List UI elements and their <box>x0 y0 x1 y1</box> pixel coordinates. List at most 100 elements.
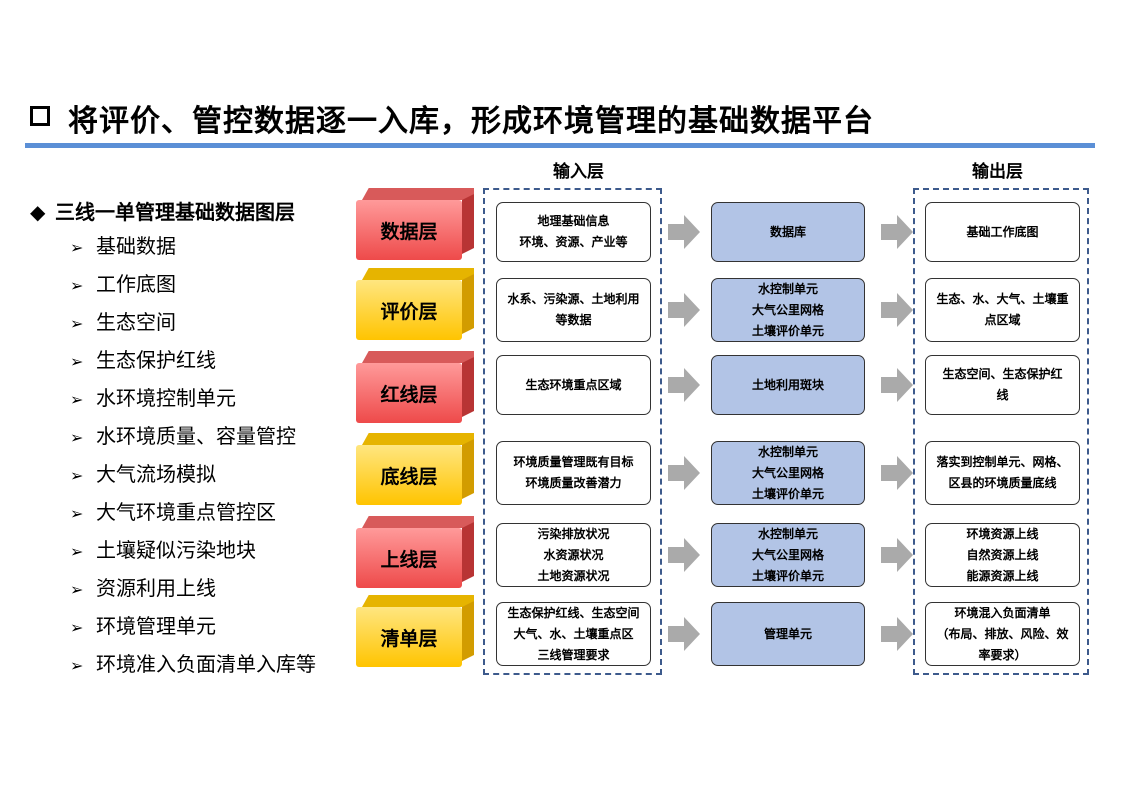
list-item-label: 工作底图 <box>96 272 176 296</box>
output-box: 生态空间、生态保护红线 <box>925 355 1080 415</box>
chevron-right-icon: ➢ <box>70 238 84 257</box>
middle-box: 土地利用斑块 <box>711 355 865 415</box>
output-box-line: 生态、水、大气、土壤重 <box>936 292 1069 306</box>
chevron-right-icon: ➢ <box>70 618 84 637</box>
middle-box-line: 土壤评价单元 <box>751 323 824 338</box>
output-layer-frame <box>913 188 1089 675</box>
middle-box-line: 水控制单元 <box>757 526 818 541</box>
layer-block-top <box>362 268 474 280</box>
left-panel-heading-text: 三线一单管理基础数据图层 <box>54 200 295 224</box>
layer-block-label: 上线层 <box>356 528 462 588</box>
layer-block: 上线层 <box>356 516 474 588</box>
output-box-line: 点区域 <box>984 313 1021 327</box>
output-box-line: 环境混入负面清单 <box>954 605 1051 620</box>
output-box: 生态、水、大气、土壤重点区域 <box>925 278 1080 342</box>
layer-list: ➢基础数据 ➢工作底图 ➢生态空间 ➢生态保护红线 ➢水环境控制单元 ➢水环境质… <box>70 230 316 686</box>
middle-box: 水控制单元大气公里网格土壤评价单元 <box>711 441 865 505</box>
middle-box-line: 水控制单元 <box>757 444 818 459</box>
input-box: 水系、污染源、土地利用等数据 <box>496 278 651 342</box>
input-box-text: 地理基础信息环境、资源、产业等 <box>519 211 627 253</box>
layer-block-top <box>362 595 474 607</box>
list-item: ➢水环境控制单元 <box>70 382 316 420</box>
input-box-line: 地理基础信息 <box>537 214 610 228</box>
output-box-text: 环境混入负面清单 （布局、排放、风险、效率要求） <box>936 603 1068 666</box>
input-box: 环境质量管理既有目标环境质量改善潜力 <box>496 441 651 505</box>
arrow-right-icon <box>881 617 913 651</box>
list-item: ➢环境准入负面清单入库等 <box>70 648 316 686</box>
input-box-line: 等数据 <box>555 313 592 327</box>
input-box-text: 水系、污染源、土地利用等数据 <box>507 289 639 331</box>
arrow-right-icon <box>668 215 700 249</box>
middle-box-line: 土壤评价单元 <box>751 568 824 583</box>
output-box: 环境混入负面清单 （布局、排放、风险、效率要求） <box>925 602 1080 666</box>
chevron-right-icon: ➢ <box>70 390 84 409</box>
output-box-line: 线 <box>996 388 1009 402</box>
output-box-line: 环境资源上线 <box>966 526 1039 541</box>
input-box-line: 水系、污染源、土地利用 <box>507 292 640 306</box>
arrow-right-icon <box>668 368 700 402</box>
list-item: ➢ 土壤疑似污染地块 <box>70 534 316 572</box>
layer-block-label: 红线层 <box>356 363 462 423</box>
layer-block-side <box>462 439 474 499</box>
arrow-right-icon <box>668 293 700 327</box>
arrow-right-icon <box>881 368 913 402</box>
input-box-line: 三线管理要求 <box>537 647 610 662</box>
chevron-right-icon: ➢ <box>70 466 84 485</box>
layer-block-label: 评价层 <box>356 280 462 340</box>
output-box-line: 生态空间、生态保护红 <box>942 367 1063 381</box>
input-box-text: 生态保护红线、生态空间大气、水、土壤重点区三线管理要求 <box>507 603 639 666</box>
chevron-right-icon: ➢ <box>70 504 84 523</box>
middle-box-line: 水控制单元 <box>757 281 818 296</box>
list-item: ➢工作底图 <box>70 268 316 306</box>
layer-block-top <box>362 516 474 528</box>
output-box-line: （布局、排放、风险、效 <box>936 626 1069 641</box>
list-item: ➢ 大气环境重点管控区 <box>70 496 316 534</box>
slide-title: 将评价、管控数据逐一入库，形成环境管理的基础数据平台 <box>28 96 1098 146</box>
list-item: ➢基础数据 <box>70 230 316 268</box>
middle-box-line: 大气公里网格 <box>751 302 824 317</box>
list-item-label: 大气流场模拟 <box>96 462 216 486</box>
diamond-icon: ◆ <box>30 200 46 224</box>
arrow-right-icon <box>668 456 700 490</box>
title-text: 将评价、管控数据逐一入库，形成环境管理的基础数据平台 <box>68 104 874 139</box>
list-item: ➢水环境质量、容量管控 <box>70 420 316 458</box>
input-box-line: 污染排放状况 <box>537 526 610 541</box>
arrow-right-icon <box>668 538 700 572</box>
input-box-line: 土地资源状况 <box>537 568 610 583</box>
layer-block-side <box>462 601 474 661</box>
output-box: 基础工作底图 <box>925 202 1080 262</box>
output-box-line: 率要求） <box>978 647 1027 662</box>
middle-box-line: 土壤评价单元 <box>751 486 824 501</box>
middle-box-text: 数据库 <box>770 222 806 243</box>
input-box: 地理基础信息环境、资源、产业等 <box>496 202 651 262</box>
list-item-label: 大气环境重点管控区 <box>96 500 276 524</box>
input-box-line: 环境质量管理既有目标 <box>513 455 634 469</box>
arrow-right-icon <box>881 293 913 327</box>
output-box: 落实到控制单元、网格、区县的环境质量底线 <box>925 441 1080 505</box>
output-box-text: 生态、水、大气、土壤重点区域 <box>936 289 1068 331</box>
input-layer-frame <box>483 188 662 675</box>
layer-block: 红线层 <box>356 351 474 423</box>
arrow-right-icon <box>881 456 913 490</box>
middle-box-text: 管理单元 <box>764 624 812 645</box>
list-item-label: 土壤疑似污染地块 <box>96 538 256 562</box>
middle-box: 管理单元 <box>711 602 865 666</box>
middle-box-line: 土地利用斑块 <box>751 377 824 392</box>
middle-box-line: 大气公里网格 <box>751 547 824 562</box>
output-box-text: 落实到控制单元、网格、区县的环境质量底线 <box>936 452 1068 494</box>
list-item-label: 环境管理单元 <box>96 614 216 638</box>
input-box-text: 污染排放状况水资源状况土地资源状况 <box>537 524 609 587</box>
output-box-line: 自然资源上线 <box>966 547 1039 562</box>
layer-block-side <box>462 357 474 417</box>
output-box-text: 生态空间、生态保护红线 <box>942 364 1062 406</box>
list-item-label: 生态空间 <box>96 310 176 334</box>
input-box: 污染排放状况水资源状况土地资源状况 <box>496 523 651 587</box>
chevron-right-icon: ➢ <box>70 542 84 561</box>
input-box-text: 生态环境重点区域 <box>525 375 621 396</box>
input-box-line: 生态环境重点区域 <box>525 377 622 392</box>
layer-block-side <box>462 522 474 582</box>
input-box-line: 生态保护红线、生态空间 <box>507 605 640 620</box>
input-box-line: 环境、资源、产业等 <box>519 235 628 249</box>
list-item-label: 资源利用上线 <box>96 576 216 600</box>
list-item: ➢生态保护红线 <box>70 344 316 382</box>
